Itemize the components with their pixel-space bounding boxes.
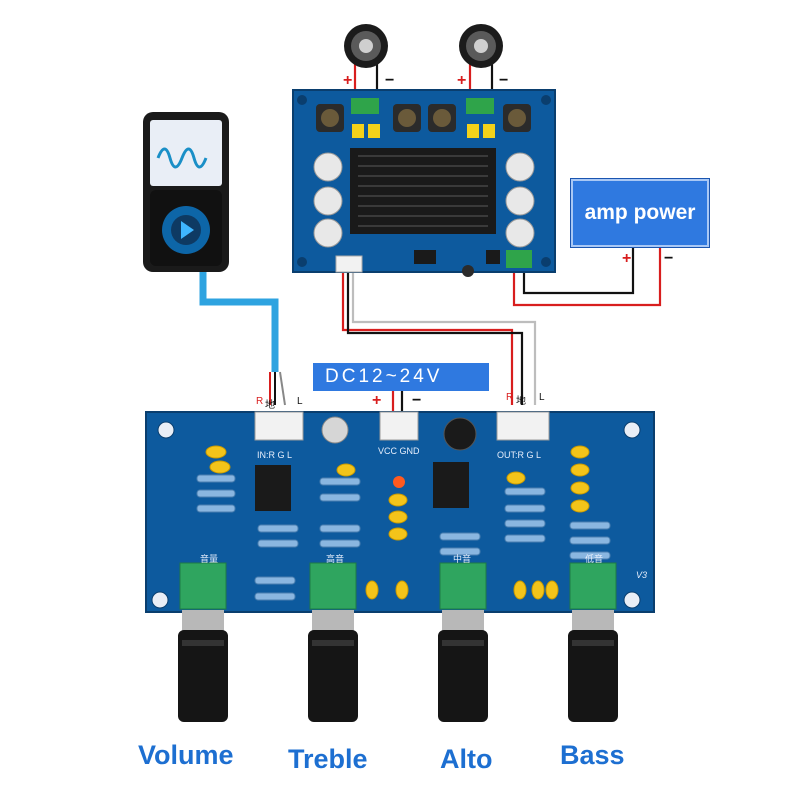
amp-power-wire-minus	[522, 244, 635, 295]
speaker-right-icon	[459, 24, 503, 68]
speaker-left-icon	[344, 24, 388, 68]
output-wire-l	[351, 272, 537, 405]
bass-knob-icon	[568, 610, 618, 722]
alto-knob-icon	[438, 610, 488, 722]
speaker-left-minus: −	[385, 72, 395, 89]
bass-label: Bass	[560, 740, 625, 770]
silk-version: V3	[636, 570, 648, 580]
dc-plus: +	[372, 392, 382, 409]
amp-power-text: amp power	[584, 201, 696, 224]
volume-label: Volume	[138, 740, 234, 770]
mp3-player	[143, 112, 229, 272]
speaker-left-plus: +	[343, 72, 353, 89]
input-pin-gnd: 地	[265, 400, 275, 411]
silk-bass-cn: 低音	[585, 554, 604, 564]
amp-power-plus: +	[622, 250, 632, 267]
output-wire-gnd	[346, 272, 524, 405]
silk-out: OUT:R G L	[497, 450, 542, 460]
speaker-right-minus: −	[499, 72, 509, 89]
amplifier-board	[292, 89, 556, 277]
input-wire-l	[279, 371, 286, 406]
amp-power-minus: −	[664, 250, 674, 267]
phone-audio-cable	[199, 268, 279, 372]
silk-in: IN:R G L	[257, 450, 293, 460]
amp-power-wire-plus	[512, 244, 662, 307]
amp-power-label: amp power	[570, 178, 710, 248]
output-pin-gnd: 地	[516, 396, 526, 407]
alto-label: Alto	[440, 744, 493, 774]
silk-vcc-gnd: VCC GND	[378, 446, 420, 456]
dc-supply-label: DC12~24V	[313, 363, 489, 391]
treble-label: Treble	[288, 744, 368, 774]
dc-supply-text: DC12~24V	[325, 366, 443, 387]
dc-minus: −	[412, 392, 422, 409]
volume-knob-icon	[178, 610, 228, 722]
potentiometer-bodies	[179, 562, 617, 610]
silk-volume-cn: 音量	[200, 554, 219, 564]
input-pin-l: L	[297, 396, 303, 407]
tone-board	[145, 411, 655, 613]
silk-treble-cn: 高音	[326, 554, 345, 564]
output-wire-r	[341, 272, 514, 405]
output-pin-r: R	[506, 392, 514, 403]
treble-knob-icon	[308, 610, 358, 722]
input-pin-r: R	[256, 396, 264, 407]
speaker-right-plus: +	[457, 72, 467, 89]
output-pin-l: L	[539, 392, 545, 403]
silk-alto-cn: 中音	[453, 554, 472, 564]
